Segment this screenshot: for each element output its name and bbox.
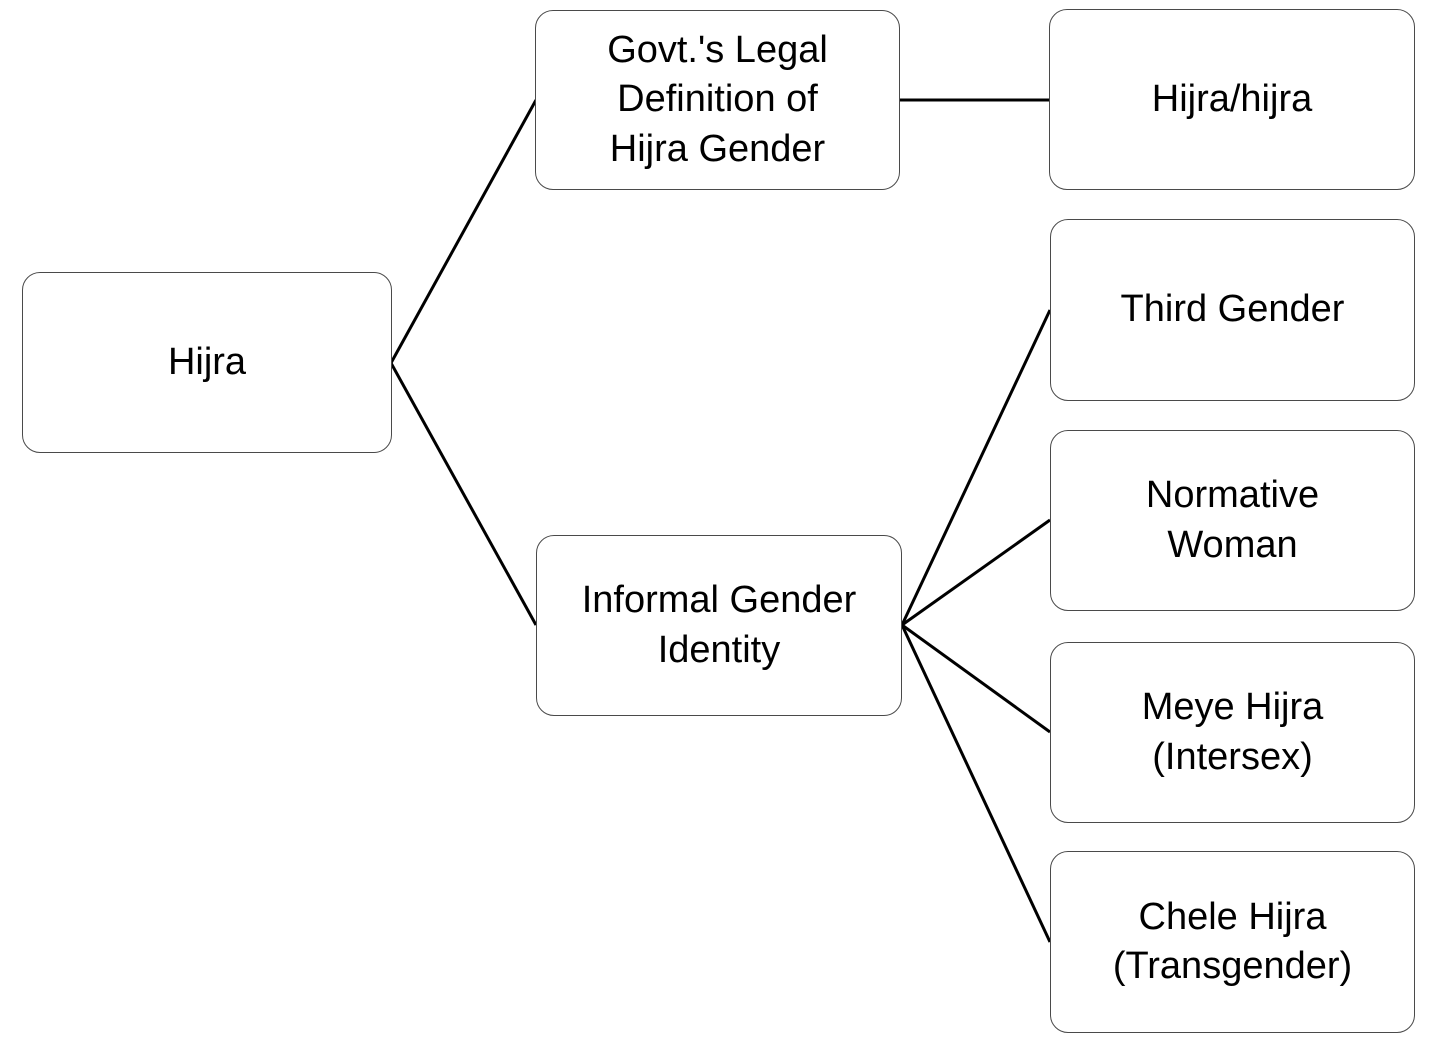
edge-informal-chele-hijra — [900, 624, 1052, 943]
node-meye-hijra: Meye Hijra (Intersex) — [1050, 642, 1415, 823]
edge-root-informal-identity — [389, 362, 538, 626]
node-third-gender: Third Gender — [1050, 219, 1415, 401]
node-legal-definition: Govt.'s Legal Definition of Hijra Gender — [535, 10, 900, 190]
edge-informal-third-gender — [900, 309, 1052, 626]
edge-informal-meye-hijra — [901, 623, 1051, 734]
node-chele-hijra: Chele Hijra (Transgender) — [1050, 851, 1415, 1033]
edge-root-legal-definition — [389, 99, 538, 364]
edge-informal-normative-woman — [901, 518, 1051, 627]
node-hijra-hijra: Hijra/hijra — [1049, 9, 1415, 190]
node-hijra: Hijra — [22, 272, 392, 453]
node-normative-woman: Normative Woman — [1050, 430, 1415, 611]
node-informal-gender-identity: Informal Gender Identity — [536, 535, 902, 716]
